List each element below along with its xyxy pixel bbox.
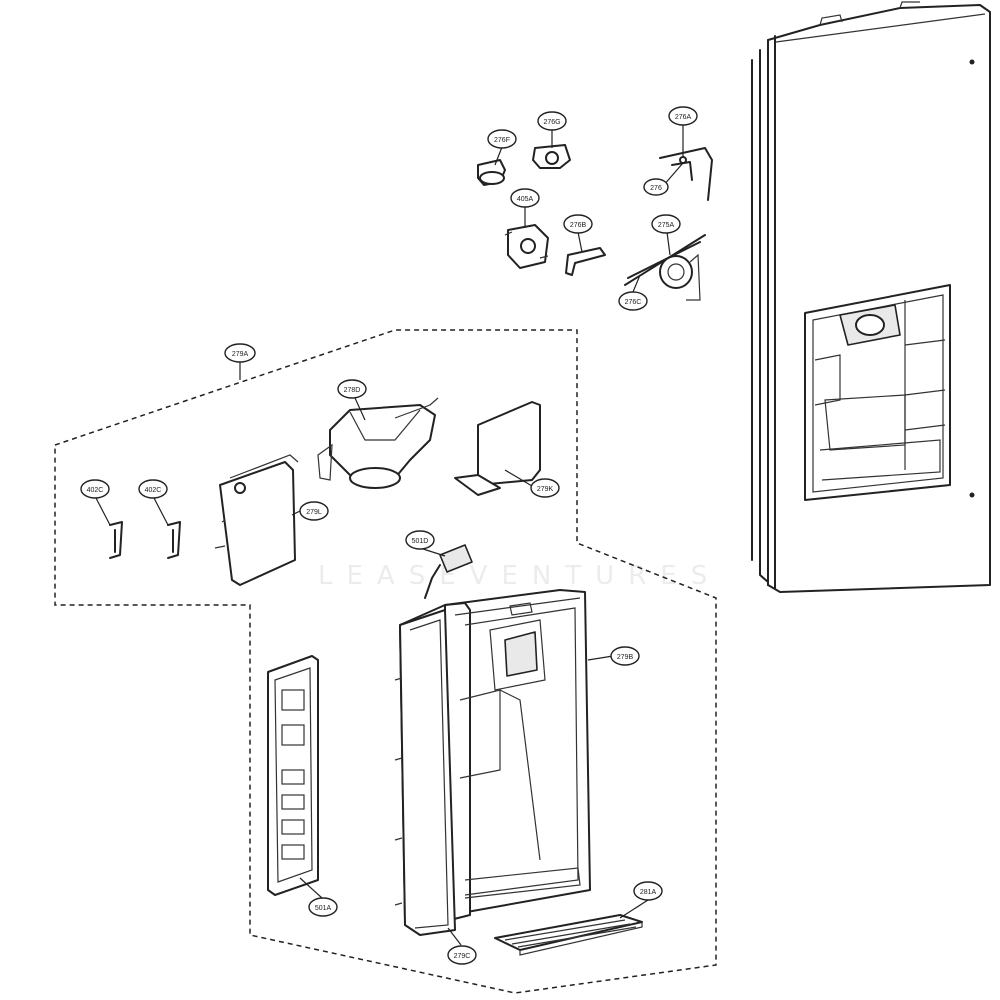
svg-text:276: 276: [650, 185, 662, 192]
clip-402c-1: [109, 521, 123, 559]
svg-text:276A: 276A: [675, 114, 692, 121]
part-276f: [477, 159, 506, 186]
svg-text:279A: 279A: [232, 351, 249, 358]
assembly-group-outline: [54, 329, 717, 994]
svg-text:501D: 501D: [412, 538, 429, 545]
watermark: LEASEVENTURES: [318, 561, 721, 591]
svg-text:279C: 279C: [454, 953, 471, 960]
callout-279b: 279B: [610, 646, 640, 666]
callout-276g: 276G: [537, 111, 567, 131]
svg-text:501A: 501A: [315, 905, 332, 912]
svg-text:279L: 279L: [306, 509, 322, 516]
clip-402c-2: [167, 521, 181, 559]
callout-276a: 276A: [668, 106, 698, 126]
leader-278d: [354, 397, 366, 421]
callout-402c-1: 402C: [80, 479, 110, 499]
leader-402c-1: [95, 497, 111, 526]
callout-276: 276: [643, 178, 669, 196]
leader-275a: [666, 231, 671, 256]
callout-501d: 501D: [405, 530, 435, 550]
flap-279k: [454, 401, 541, 496]
leader-279c: [447, 927, 462, 946]
callout-402c-2: 402C: [138, 479, 168, 499]
leader-276b: [577, 231, 583, 253]
part-276g: [532, 144, 571, 169]
ice-chute-278d: [317, 397, 439, 489]
leader-501d: [419, 547, 446, 557]
leader-279k: [504, 469, 533, 487]
part-405a: [504, 224, 549, 269]
part-276a: [659, 147, 713, 201]
callout-279l: 279L: [299, 501, 329, 521]
door-panel-279l: [214, 454, 299, 586]
callout-501a: 501A: [308, 897, 338, 917]
svg-text:402C: 402C: [87, 487, 104, 494]
drip-tray-281a: [494, 914, 643, 956]
svg-text:276G: 276G: [543, 119, 560, 126]
leader-276f: [494, 146, 503, 166]
svg-text:276C: 276C: [625, 299, 642, 306]
callout-405a: 405A: [510, 188, 540, 208]
refrigerator-door: [751, 1, 991, 593]
leader-402c-2: [153, 497, 169, 526]
callout-278d: 278D: [337, 379, 367, 399]
svg-text:405A: 405A: [517, 196, 534, 203]
svg-text:279B: 279B: [617, 654, 634, 661]
callout-276c: 276C: [618, 291, 648, 311]
svg-text:275A: 275A: [658, 222, 675, 229]
control-panel-501a: [267, 655, 319, 896]
callout-276f: 276F: [487, 129, 517, 149]
callout-279k: 279K: [530, 478, 560, 498]
svg-text:281A: 281A: [640, 889, 657, 896]
svg-text:276B: 276B: [570, 222, 587, 229]
front-frame-279c: [394, 609, 456, 936]
callout-279a: 279A: [224, 343, 256, 363]
svg-text:279K: 279K: [537, 486, 554, 493]
svg-text:276F: 276F: [494, 137, 510, 144]
part-276b: [565, 247, 606, 276]
callout-275a: 275A: [651, 214, 681, 234]
leader-281a: [619, 899, 649, 919]
svg-text:278D: 278D: [344, 387, 361, 394]
part-501d: [424, 544, 473, 599]
callout-281a: 281A: [633, 881, 663, 901]
callout-279c: 279C: [447, 945, 477, 965]
leader-276c: [632, 274, 641, 293]
leader-501a: [299, 877, 323, 899]
callout-276b: 276B: [563, 214, 593, 234]
leader-279b: [587, 655, 614, 661]
part-275a: [624, 234, 706, 301]
svg-text:402C: 402C: [145, 487, 162, 494]
